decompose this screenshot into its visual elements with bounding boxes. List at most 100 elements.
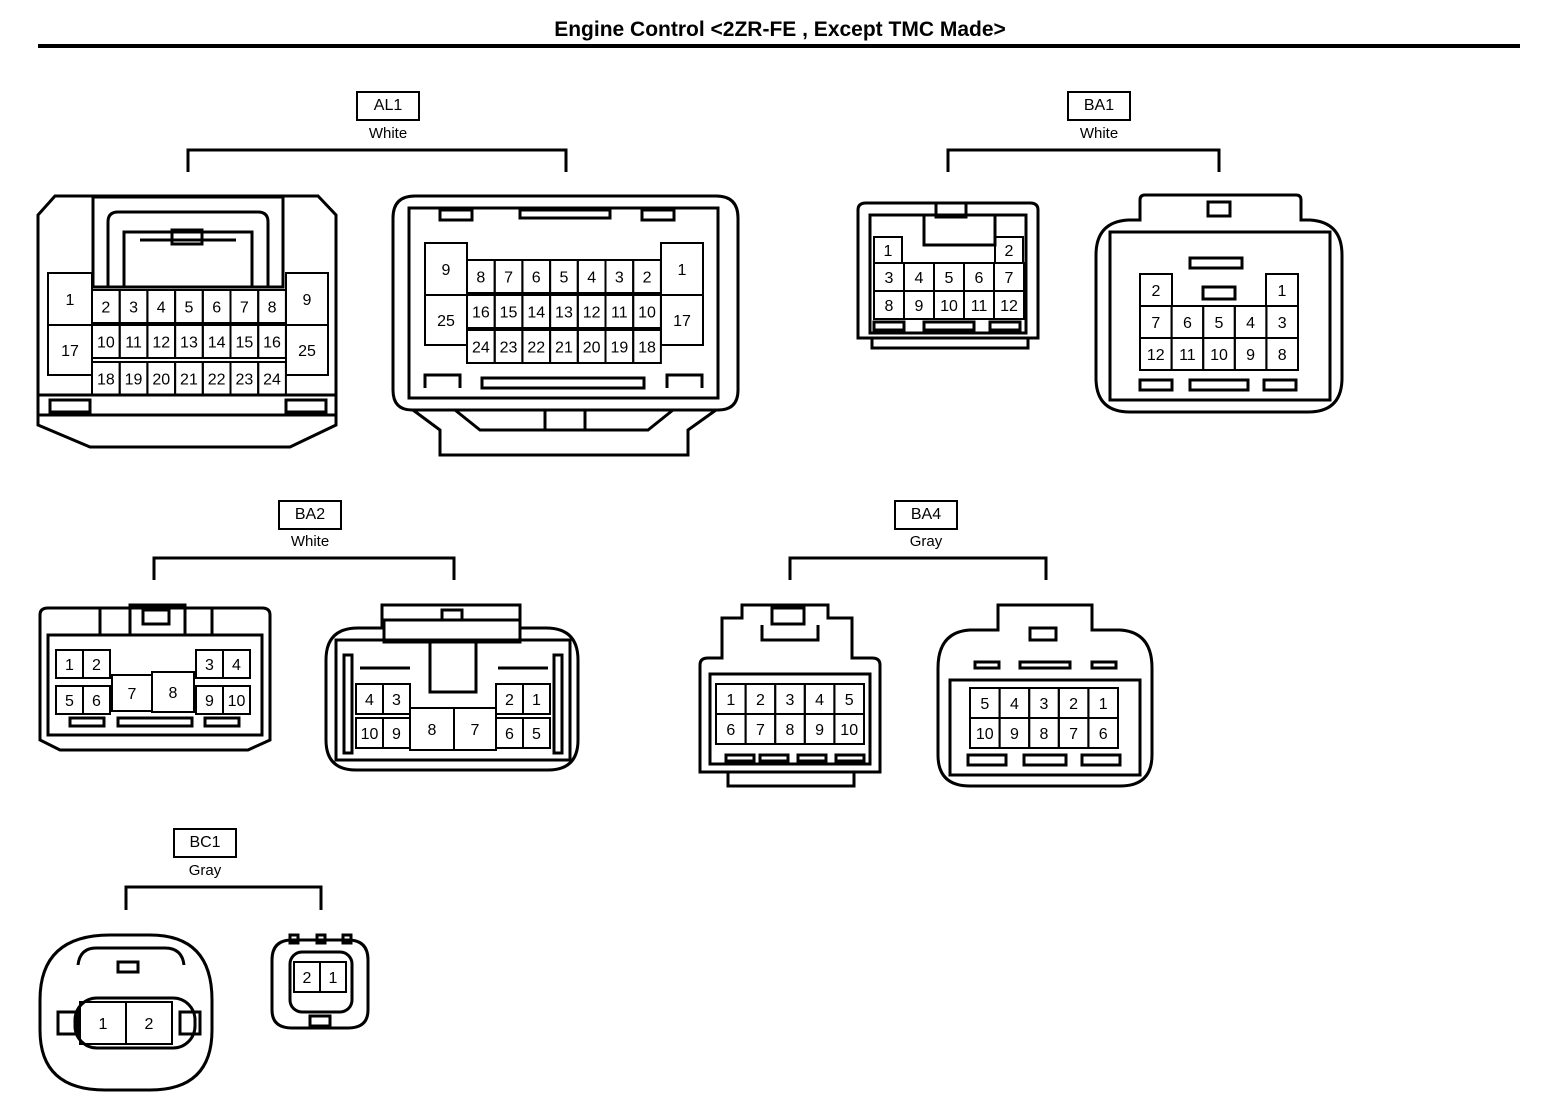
pin-number: 3: [1040, 696, 1049, 713]
pin-number: 21: [555, 340, 573, 357]
connector-color-ba1: White: [1079, 125, 1119, 142]
pin-number: 4: [1246, 315, 1255, 332]
connector-label-ba2: BA2: [278, 500, 342, 530]
pin-number: 1: [678, 262, 687, 279]
pin-number: 4: [157, 300, 166, 317]
pin-number: 4: [232, 657, 241, 674]
pin-number: 1: [65, 657, 74, 674]
ba2-right-housing: [324, 603, 580, 772]
page-title: Engine Control <2ZR-FE , Except TMC Made…: [554, 18, 1006, 41]
ba1-right-housing: [1094, 193, 1344, 414]
pin-number: 12: [583, 305, 601, 322]
pin-number: 7: [471, 722, 480, 739]
pin-cell: [522, 717, 551, 749]
pin-number: 10: [361, 726, 379, 743]
pin-number: 5: [559, 270, 568, 287]
pin-number: 9: [442, 262, 451, 279]
pin-number: 9: [815, 722, 824, 739]
pin-number: 8: [476, 270, 485, 287]
pin-number: 20: [583, 340, 601, 357]
pin-number: 11: [1179, 347, 1196, 364]
connector-color-ba2: White: [290, 533, 330, 550]
al1-left-housing: [36, 194, 338, 449]
pin-number: 1: [1278, 283, 1287, 300]
pin-number: 6: [726, 722, 735, 739]
pin-cell: [222, 685, 251, 715]
pin-number: 4: [587, 270, 596, 287]
pin-number: 2: [1005, 243, 1014, 260]
bc1-left-housing: [38, 933, 214, 1092]
connector-label-ba1: BA1: [1067, 91, 1131, 121]
pin-number: 3: [885, 270, 894, 287]
pin-cell: [285, 324, 329, 376]
pin-number: 4: [1010, 696, 1019, 713]
pin-number: 10: [638, 305, 656, 322]
pin-number: 18: [638, 340, 656, 357]
pin-number: 6: [1099, 726, 1108, 743]
pin-number: 2: [1069, 696, 1078, 713]
pin-number: 5: [65, 693, 74, 710]
pin-cell: [382, 683, 411, 715]
pin-cell: [82, 649, 111, 679]
pin-number: 8: [428, 722, 437, 739]
bracket-ba2: [152, 556, 456, 580]
pin-number: 6: [505, 726, 514, 743]
pin-cell: [1265, 337, 1300, 371]
ba4-left-housing: [698, 603, 882, 788]
pin-number: 10: [1210, 347, 1228, 364]
pin-number: 5: [532, 726, 541, 743]
pin-number: 5: [845, 692, 854, 709]
bracket-bc1: [124, 885, 323, 910]
pin-number: 1: [66, 292, 75, 309]
title-rule: [38, 44, 1520, 48]
pin-number: 1: [532, 692, 541, 709]
pin-number: 17: [673, 313, 691, 330]
ba1-left-housing: [856, 201, 1040, 350]
pin-number: 25: [437, 313, 455, 330]
pin-cell: [632, 329, 662, 364]
pin-number: 21: [180, 372, 198, 389]
pin-cell: [1087, 717, 1120, 749]
pin-number: 4: [815, 692, 824, 709]
connector-label-al1: AL1: [356, 91, 420, 121]
pin-number: 13: [555, 305, 573, 322]
pin-number: 6: [975, 270, 984, 287]
pin-number: 3: [392, 692, 401, 709]
pin-number: 10: [940, 298, 958, 315]
pin-number: 12: [1147, 347, 1165, 364]
pin-cell: [993, 290, 1025, 320]
pin-number: 9: [1010, 726, 1019, 743]
pin-number: 11: [611, 305, 628, 322]
pin-number: 7: [1151, 315, 1160, 332]
pin-number: 10: [840, 722, 858, 739]
pin-number: 2: [643, 270, 652, 287]
pin-number: 16: [263, 335, 281, 352]
pin-cell: [660, 294, 704, 346]
pin-number: 9: [915, 298, 924, 315]
pin-number: 9: [303, 292, 312, 309]
pin-number: 24: [263, 372, 281, 389]
pin-number: 4: [915, 270, 924, 287]
pin-number: 1: [99, 1016, 108, 1033]
pin-number: 19: [125, 372, 143, 389]
pin-number: 2: [303, 970, 312, 987]
pin-number: 23: [235, 372, 253, 389]
bracket-ba4: [788, 556, 1048, 580]
pin-number: 8: [268, 300, 277, 317]
bracket-ba1: [946, 148, 1221, 172]
connector-label-bc1: BC1: [173, 828, 237, 858]
pin-number: 5: [1215, 315, 1224, 332]
pin-number: 1: [726, 692, 735, 709]
pin-cell: [222, 649, 251, 679]
pin-number: 25: [298, 343, 316, 360]
ba2-left-housing: [38, 603, 272, 752]
pin-number: 13: [180, 335, 198, 352]
pin-number: 1: [329, 970, 338, 987]
al1-right-housing: [391, 194, 740, 457]
pin-number: 10: [97, 335, 115, 352]
pin-number: 3: [1278, 315, 1287, 332]
pin-number: 3: [205, 657, 214, 674]
pin-number: 9: [392, 726, 401, 743]
pin-number: 5: [945, 270, 954, 287]
